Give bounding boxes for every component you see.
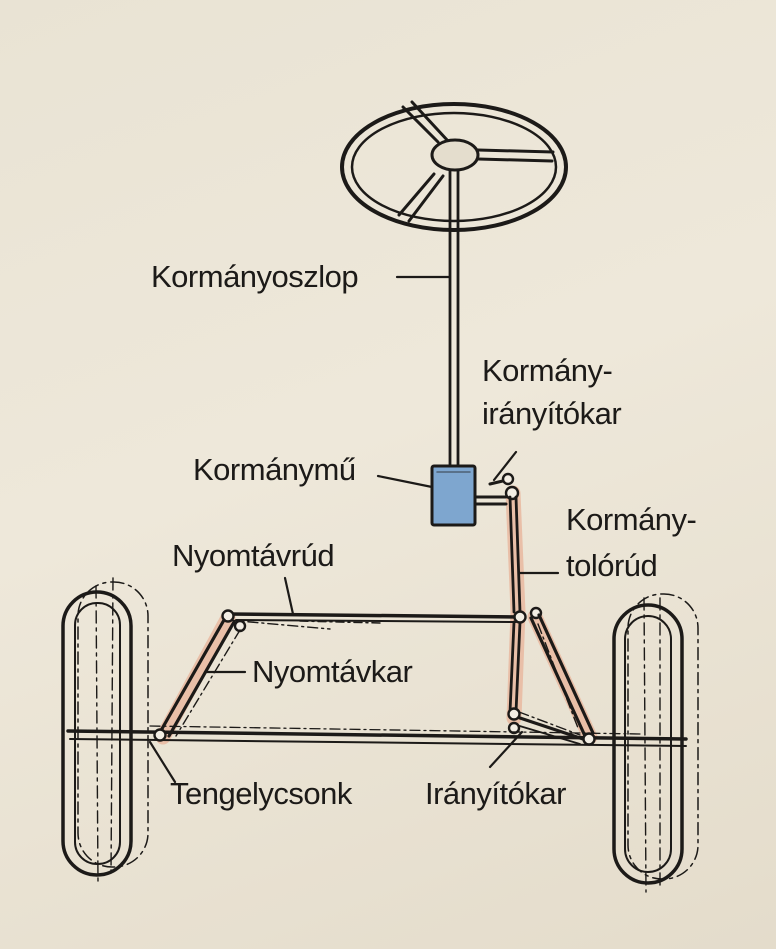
- left-track-arm: [157, 618, 241, 738]
- steering-column: [448, 168, 460, 468]
- label-nyomtavrud: Nyomtávrúd: [172, 538, 334, 573]
- leader-lines: [148, 275, 560, 784]
- front-axle: [66, 725, 688, 747]
- label-kormany-tolorud-line2: tolórúd: [566, 548, 657, 583]
- label-iranyitokar: Irányítókar: [425, 776, 566, 811]
- right-wheel: [612, 593, 699, 893]
- label-kormany-iranyitokar-line1: Kormány-: [482, 353, 612, 388]
- steering-arm: [507, 707, 588, 745]
- right-track-arm: [529, 613, 595, 738]
- label-kormanymu: Kormánymű: [193, 452, 356, 487]
- label-kormany-iranyitokar-line2: irányítókar: [482, 396, 621, 431]
- labels: Kormányoszlop Kormány- irányítókar Kormá…: [151, 259, 697, 811]
- pitman-arm: [488, 472, 520, 501]
- wheel-hub: [430, 138, 480, 172]
- left-wheel: [61, 577, 149, 883]
- tie-rod: [221, 606, 543, 633]
- steering-wheel: [340, 100, 568, 232]
- steering-gearbox: [430, 464, 508, 527]
- label-tengelycsonk: Tengelycsonk: [170, 776, 353, 811]
- label-kormany-tolorud-line1: Kormány-: [566, 502, 696, 537]
- label-kormanyoszlop: Kormányoszlop: [151, 259, 358, 294]
- drag-link: [508, 495, 522, 714]
- label-nyomtavkar: Nyomtávkar: [252, 654, 413, 689]
